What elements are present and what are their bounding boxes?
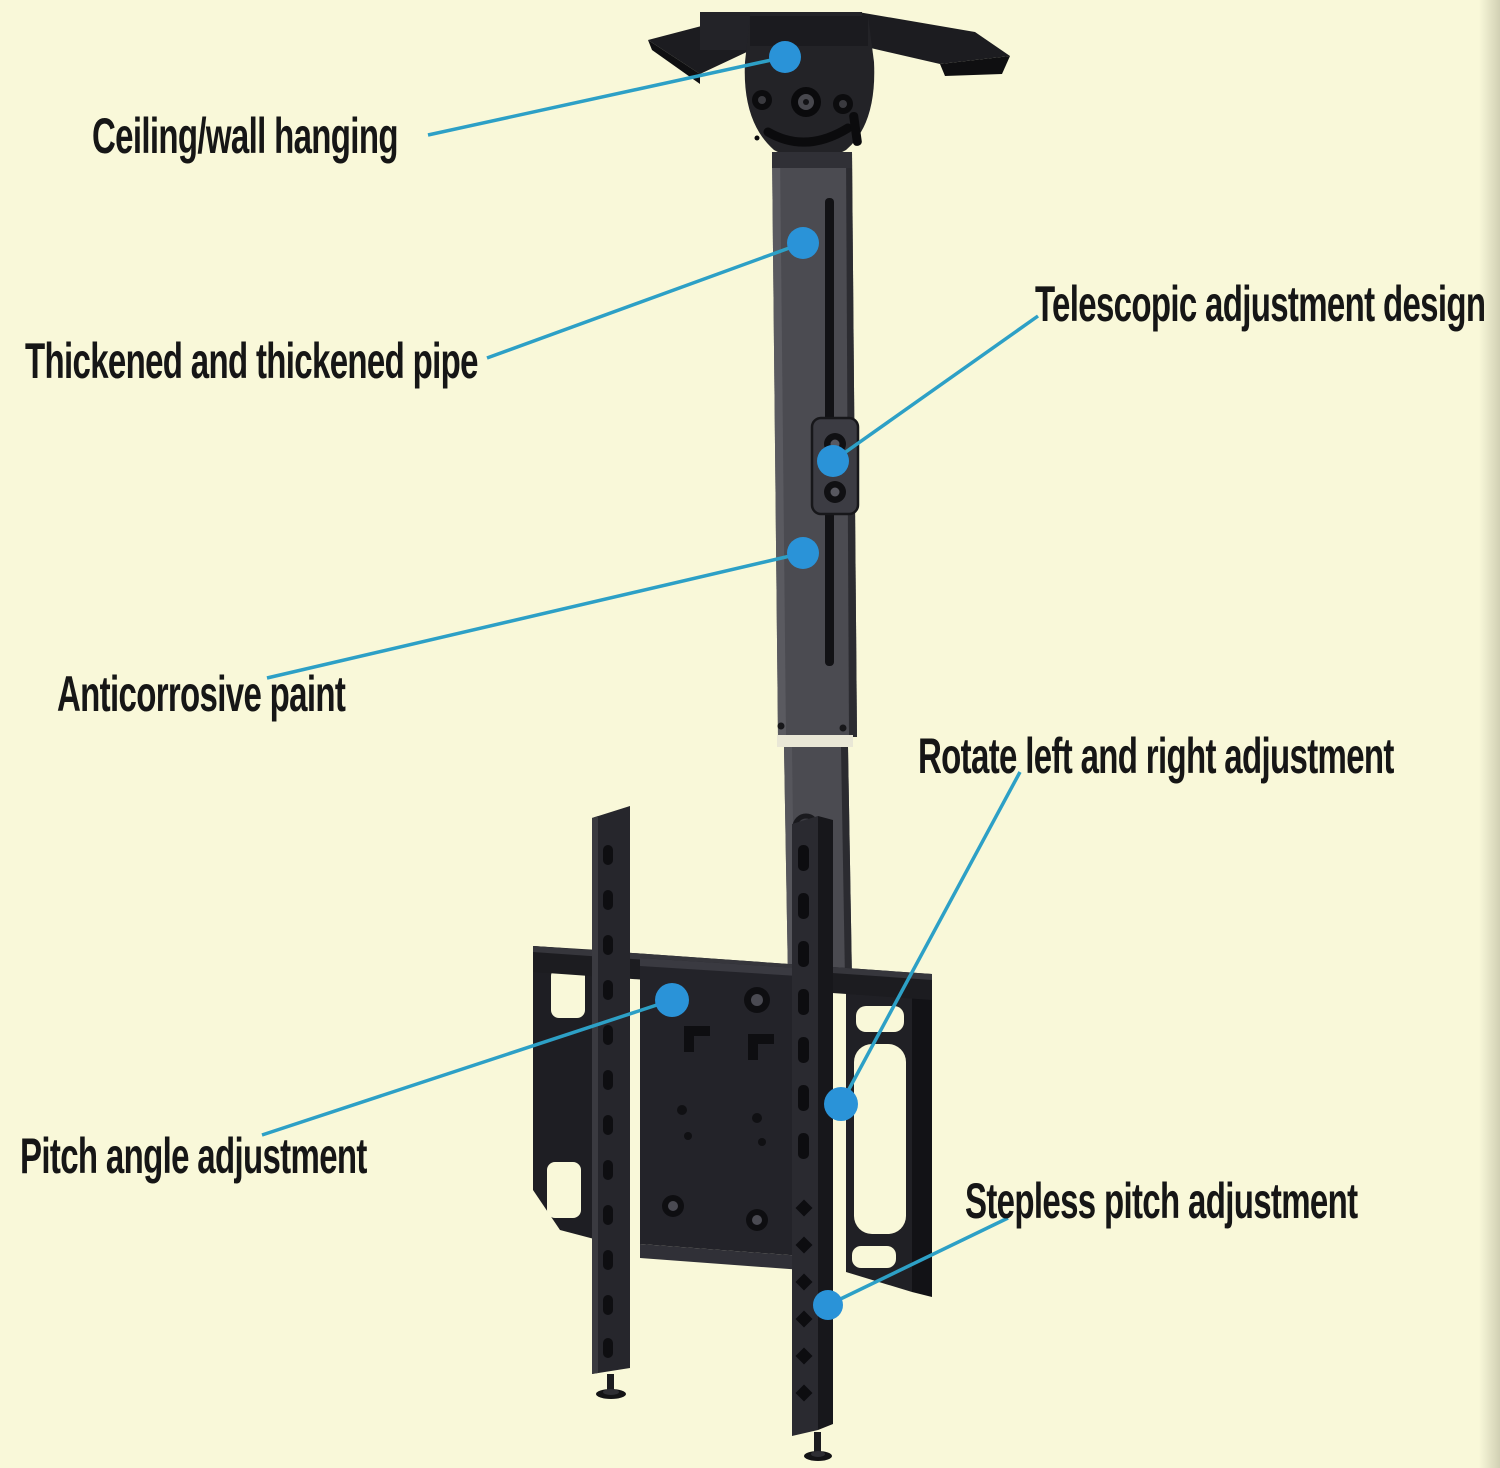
callout-line-pipe [486,241,804,360]
callout-dot-rotate [824,1087,858,1121]
callout-line-telescopic [831,314,1040,463]
callout-lines [261,55,1040,1307]
callout-dot-ceiling [769,41,801,73]
left-rail [592,806,630,1399]
callout-label-thickened-pipe: Thickened and thickened pipe [25,333,478,389]
right-wing-plate [846,976,932,1297]
callout-line-paint [266,551,804,680]
callout-dot-stepless [813,1290,843,1320]
callout-dot-pitch [655,983,689,1017]
left-wing-plate [533,946,598,1240]
callout-dots [655,41,858,1320]
callout-dot-pipe [787,227,819,259]
callout-line-stepless [827,1216,1009,1307]
callout-dot-paint [787,537,819,569]
vesa-plate [640,958,830,1272]
callout-label-telescopic-adjustment: Telescopic adjustment design [1035,276,1486,332]
telescopic-joint-band [777,735,853,747]
callout-line-rotate [839,771,1022,1105]
callout-label-anticorrosive-paint: Anticorrosive paint [57,666,346,722]
swivel-joint [744,16,875,160]
callout-dot-telescopic [817,445,849,477]
callout-line-pitch [261,998,673,1137]
callout-label-stepless-pitch: Stepless pitch adjustment [965,1173,1358,1229]
callout-line-ceiling [427,55,786,137]
callout-label-rotate-adjustment: Rotate left and right adjustment [918,728,1394,784]
right-rail [792,816,833,1461]
callout-label-pitch-angle: Pitch angle adjustment [20,1128,367,1184]
callout-label-ceiling-wall-hanging: Ceiling/wall hanging [92,108,398,164]
